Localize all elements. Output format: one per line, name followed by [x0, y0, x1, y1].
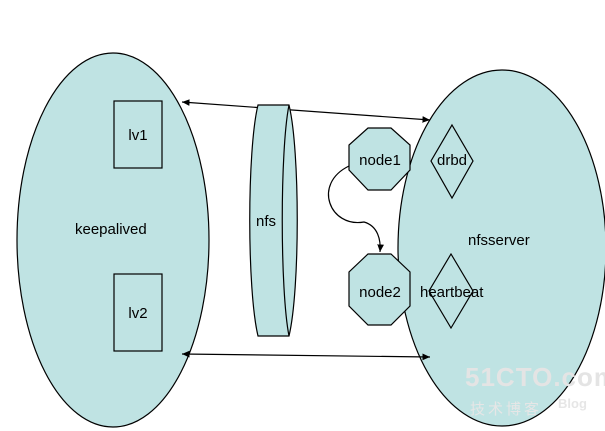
nfs-label: nfs — [256, 213, 276, 230]
watermark-tagline: 技术博客 — [470, 401, 542, 418]
watermark: 51CTO.com 技术博客 Blog — [465, 362, 605, 418]
node1-to-node2-arrow — [327, 165, 384, 253]
keepalived-label: keepalived — [75, 221, 147, 238]
bottom-double-arrow — [181, 350, 431, 361]
watermark-brand: 51CTO.com — [465, 362, 605, 392]
keepalived-ellipse — [16, 52, 210, 428]
lv2-label: lv2 — [128, 305, 147, 322]
node1-octagon — [348, 127, 411, 191]
drbd-label: drbd — [437, 152, 467, 169]
drbd-diamond — [430, 123, 474, 200]
top-double-arrow — [181, 99, 431, 123]
heartbeat-diamond — [428, 252, 474, 330]
heartbeat-label: heartbeat — [420, 284, 484, 301]
node2-label: node2 — [359, 284, 401, 301]
node1-label: node1 — [359, 152, 401, 169]
lv1-label: lv1 — [128, 127, 147, 144]
node2-octagon — [348, 253, 411, 326]
nfsserver-label: nfsserver — [468, 232, 530, 249]
watermark-blog: Blog — [558, 396, 587, 411]
lv2-box — [113, 273, 163, 352]
nfs-cylinder — [249, 104, 298, 337]
lv1-box — [113, 100, 163, 169]
